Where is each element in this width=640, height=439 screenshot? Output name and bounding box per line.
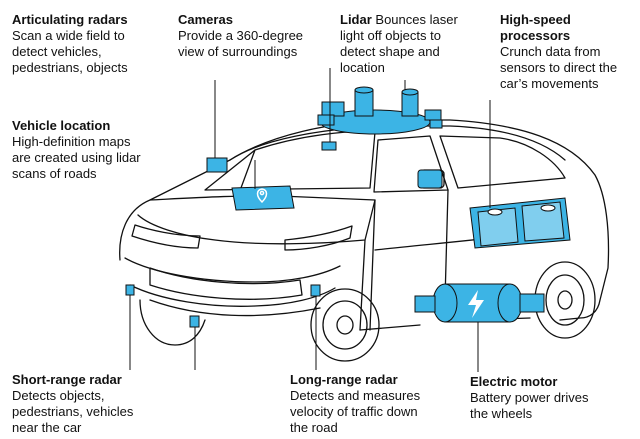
label-line: location xyxy=(340,60,385,75)
camera-sensor xyxy=(321,141,337,151)
short-range-radar-left xyxy=(125,284,135,296)
label-line: scans of roads xyxy=(12,166,97,181)
label-line: the road xyxy=(290,420,338,435)
label-line: detect shape and xyxy=(340,44,440,59)
label-line: Battery power drives xyxy=(470,390,589,405)
label-title: Vehicle location xyxy=(12,118,111,133)
label-line: High-definition maps xyxy=(12,134,131,149)
label-line: velocity of traffic down xyxy=(290,404,418,419)
label-vehicle-location: Vehicle location High-definition maps ar… xyxy=(12,118,141,182)
label-title: processors xyxy=(500,28,571,43)
front-wheel xyxy=(310,288,380,362)
label-title: Short-range radar xyxy=(12,372,122,387)
label-articulating-radars: Articulating radars Scan a wide field to… xyxy=(12,12,128,76)
windshield xyxy=(204,130,376,191)
articulating-radar-left xyxy=(206,157,228,173)
label-title: Electric motor xyxy=(470,374,558,389)
label-line: Crunch data from xyxy=(500,44,601,59)
label-line: pedestrians, objects xyxy=(12,60,128,75)
short-range-radar-center xyxy=(189,315,200,328)
label-line: car’s movements xyxy=(500,76,599,91)
label-line: Detects objects, xyxy=(12,388,105,403)
label-cameras: Cameras Provide a 360-degree view of sur… xyxy=(178,12,303,60)
leader-lines xyxy=(129,68,491,372)
lidar-unit xyxy=(317,86,443,135)
headlight-left xyxy=(131,224,201,249)
label-line: view of surroundings xyxy=(178,44,298,59)
label-line: pedestrians, vehicles xyxy=(12,404,134,419)
label-long-range-radar: Long-range radar Detects and measures ve… xyxy=(290,372,420,436)
label-short-range-radar: Short-range radar Detects objects, pedes… xyxy=(12,372,133,436)
label-title: Lidar xyxy=(340,12,372,27)
label-lidar: Lidar Bounces laser light off objects to… xyxy=(340,12,458,76)
label-electric-motor: Electric motor Battery power drives the … xyxy=(470,374,589,422)
label-line: Scan a wide field to xyxy=(12,28,125,43)
label-line: light off objects to xyxy=(340,28,441,43)
side-window-rear xyxy=(439,135,566,189)
label-title: Articulating radars xyxy=(12,12,128,27)
label-title: Cameras xyxy=(178,12,233,27)
label-title: High-speed xyxy=(500,12,571,27)
lightning-bolt-icon xyxy=(468,290,484,318)
grille xyxy=(149,267,303,300)
label-line: Detects and measures xyxy=(290,388,421,403)
label-line: detect vehicles, xyxy=(12,44,102,59)
processors-unit xyxy=(469,197,571,249)
articulating-radar-right xyxy=(417,169,443,189)
location-pin-icon xyxy=(256,188,268,204)
label-line: sensors to direct the xyxy=(500,60,618,75)
label-line: near the car xyxy=(12,420,82,435)
label-line: Provide a 360-degree xyxy=(178,28,304,43)
electric-motor-unit xyxy=(414,283,545,323)
label-line: Bounces laser xyxy=(371,12,458,27)
label-line: the wheels xyxy=(470,406,533,421)
car-body-outline xyxy=(119,119,610,321)
label-line: are created using lidar xyxy=(12,150,141,165)
headlight-right xyxy=(284,225,353,251)
label-processors: High-speed processors Crunch data from s… xyxy=(500,12,617,92)
label-title: Long-range radar xyxy=(290,372,398,387)
long-range-radar-sensor xyxy=(310,284,321,297)
vehicle-location-map xyxy=(231,185,295,211)
